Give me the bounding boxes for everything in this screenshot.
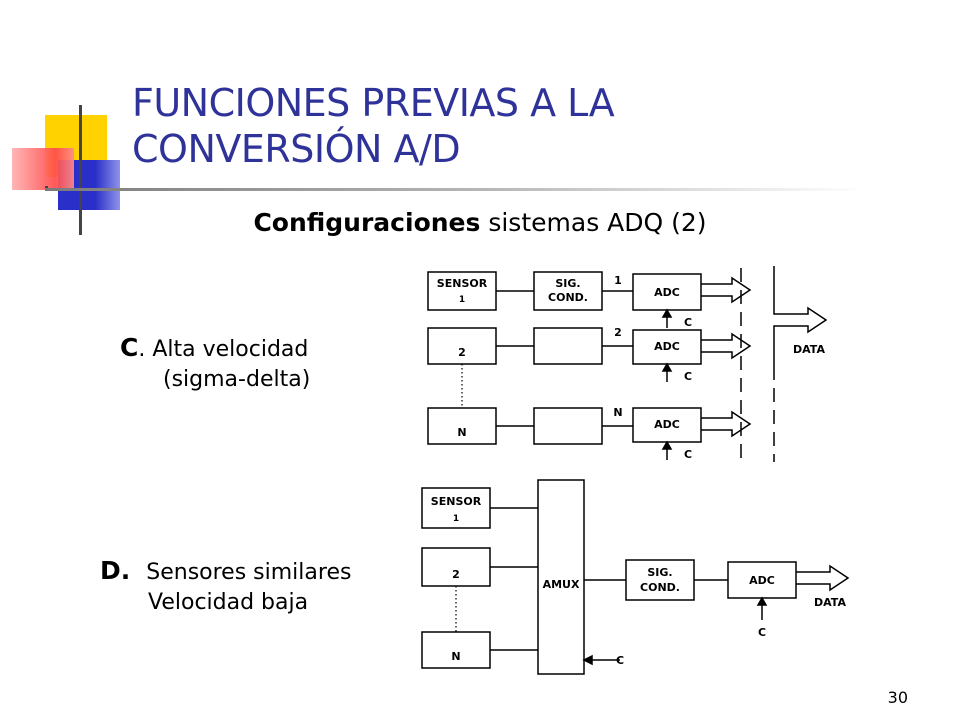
- config-c-line2: (sigma-delta): [163, 367, 311, 392]
- d-sensor-1-label: SENSOR: [431, 495, 482, 508]
- title-underline: [45, 188, 865, 191]
- d-adc-clock-label: C: [758, 626, 766, 639]
- c-sensor-2-label: 2: [458, 346, 466, 359]
- d-sigcond-line2: COND.: [640, 581, 680, 594]
- config-d-line2: Velocidad baja: [148, 590, 309, 615]
- d-amux-label: AMUX: [543, 578, 580, 591]
- d-amux-box: [537, 479, 585, 675]
- c-adc-2-label: ADC: [654, 340, 680, 353]
- page-title: FUNCIONES PREVIAS A LA CONVERSIÓN A/D: [132, 80, 892, 172]
- config-d-line1: Sensores similares: [146, 560, 352, 585]
- c-sigcond-n-box: [533, 407, 603, 445]
- c-channel-1-label: 1: [614, 274, 622, 287]
- template-vertical-line: [79, 105, 82, 235]
- c-sensor-n-label: N: [457, 426, 466, 439]
- config-c-line1: . Alta velocidad: [138, 337, 309, 362]
- c-sigcond-2-box: [533, 327, 603, 365]
- d-sensor-2-label: 2: [452, 568, 460, 581]
- c-bus-right: [773, 266, 828, 462]
- diagram-config-d: SENSOR 1 2 N AMUX C SIG. COND. ADC DATA …: [421, 479, 850, 675]
- config-d-letter: D.: [100, 556, 131, 585]
- c-sensor-1-num: 1: [459, 295, 465, 305]
- config-d-label: D. Sensores similares Velocidad baja: [100, 556, 351, 618]
- template-red-square: [12, 148, 74, 190]
- config-c-label: C. Alta velocidad (sigma-delta): [120, 333, 310, 395]
- c-channel-2-label: 2: [614, 326, 622, 339]
- subtitle-rest: sistemas ADQ (2): [480, 208, 707, 237]
- c-channel-n-label: N: [613, 406, 622, 419]
- title-line-1: FUNCIONES PREVIAS A LA: [132, 81, 615, 125]
- c-adc-2-output-arrow: [701, 332, 752, 360]
- diagram-config-c: SENSOR 1 SIG. COND. 1 ADC C 2 2 ADC C N …: [427, 266, 828, 462]
- c-clock-1-label: C: [684, 316, 692, 329]
- title-line-2: CONVERSIÓN A/D: [132, 127, 461, 171]
- config-c-letter: C: [120, 333, 139, 362]
- d-data-label: DATA: [814, 596, 846, 609]
- c-adc-1-output-arrow: [701, 276, 752, 304]
- c-sensor-1-label: SENSOR: [437, 277, 488, 290]
- d-amux-clock-label: C: [616, 654, 624, 667]
- d-adc-label: ADC: [749, 574, 775, 587]
- d-sensor-1-num: 1: [453, 514, 459, 524]
- c-adc-n-label: ADC: [654, 418, 680, 431]
- c-sigcond-1-line1: SIG.: [555, 277, 580, 290]
- template-horizontal-line: [45, 186, 48, 189]
- c-sigcond-1-line2: COND.: [548, 291, 588, 304]
- c-clock-n-label: C: [684, 448, 692, 461]
- page-number: 30: [887, 688, 908, 707]
- c-clock-2-label: C: [684, 370, 692, 383]
- d-sigcond-line1: SIG.: [647, 566, 672, 579]
- slide-subtitle: Configuraciones sistemas ADQ (2): [0, 208, 960, 237]
- d-adc-output-arrow: [796, 564, 850, 592]
- c-adc-n-output-arrow: [701, 410, 752, 438]
- subtitle-bold: Configuraciones: [253, 208, 481, 237]
- c-data-label: DATA: [793, 343, 825, 356]
- c-adc-1-label: ADC: [654, 286, 680, 299]
- d-sensor-n-label: N: [451, 650, 460, 663]
